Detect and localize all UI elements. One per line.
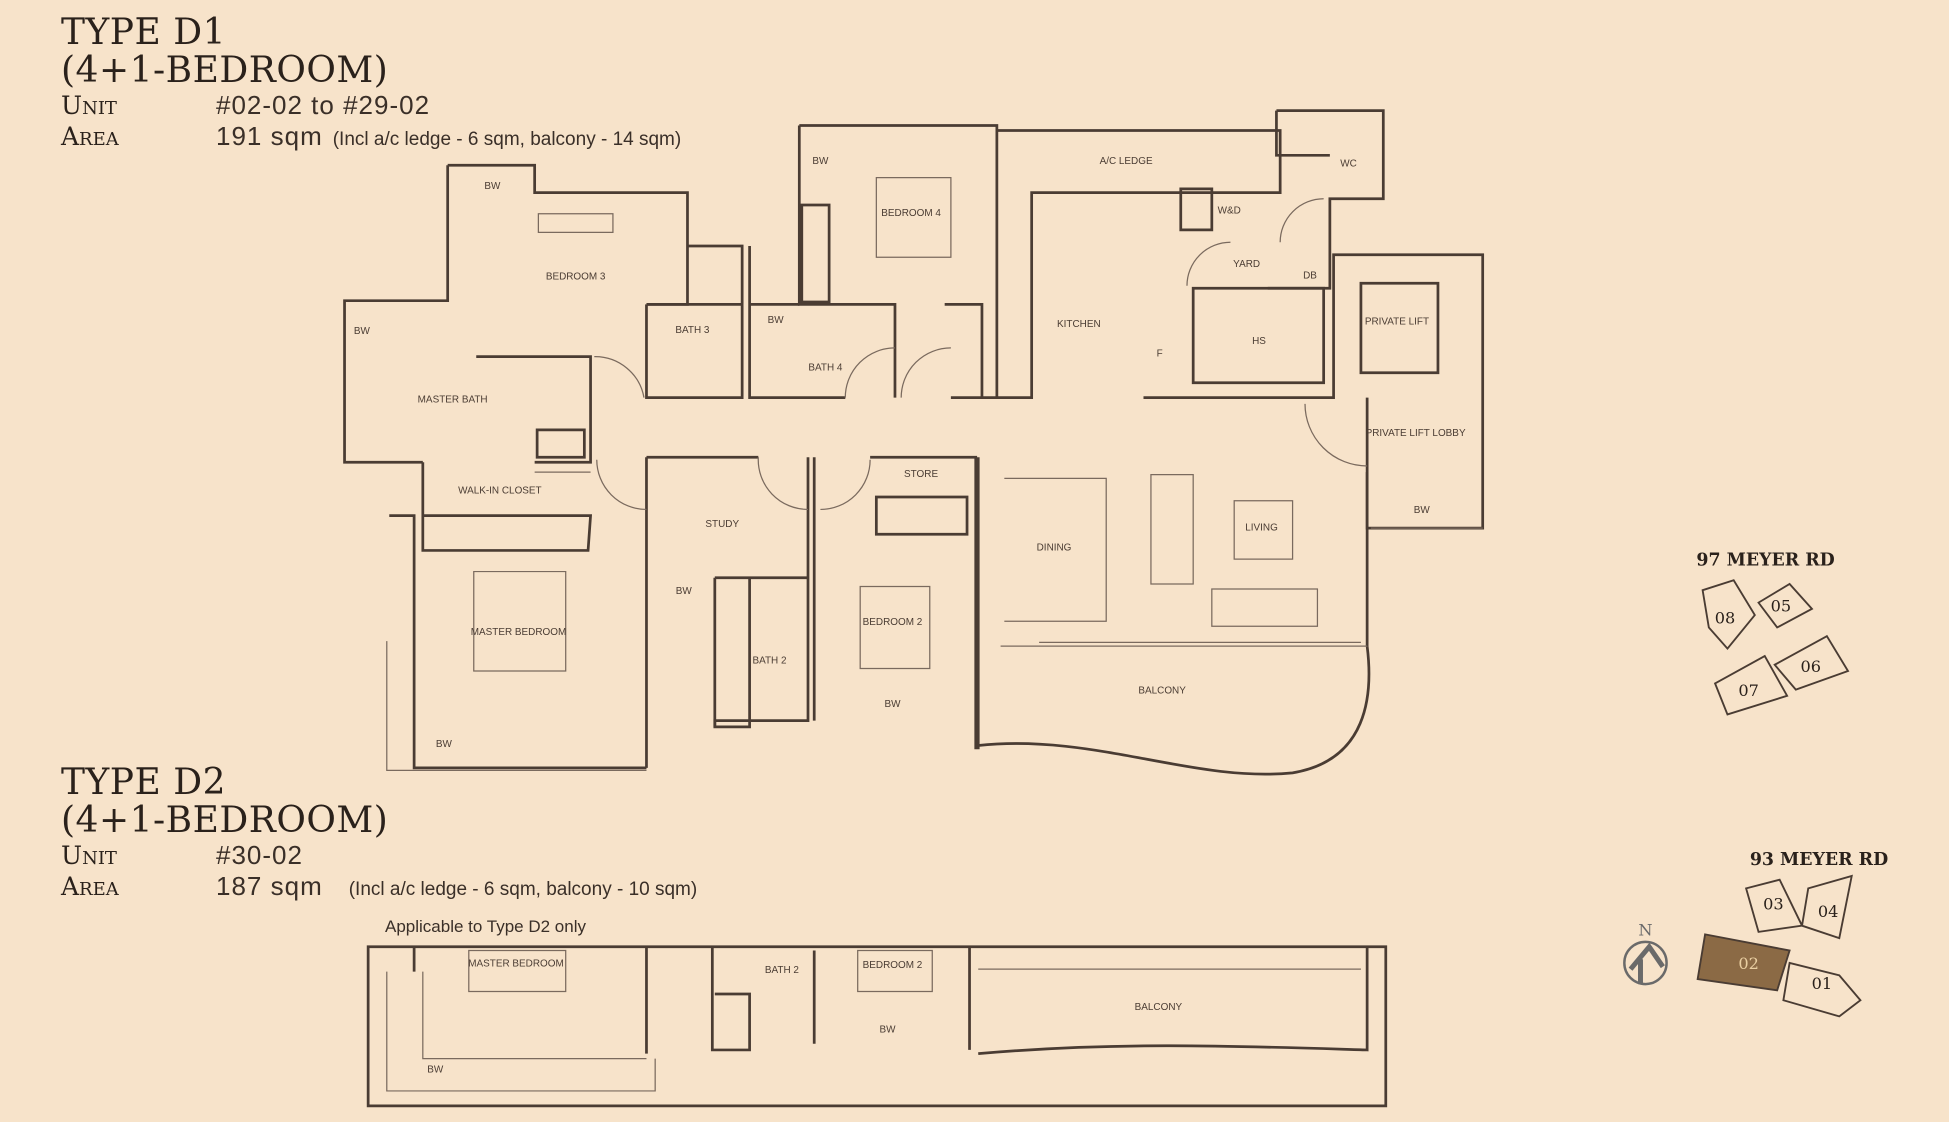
room-label: 08 [1715, 609, 1736, 628]
area-label: Area [61, 122, 119, 151]
room-label: A/C LEDGE [1100, 156, 1153, 167]
room-label: BEDROOM 4 [881, 208, 941, 219]
room-label: F [1157, 349, 1163, 360]
room-label: BEDROOM 2 [863, 960, 923, 971]
key-plan: 97 MEYER RD 08 05 07 06 93 MEYER RD 03 0… [1623, 550, 1888, 1018]
room-label: 97 MEYER RD [1696, 550, 1834, 570]
room-label: 03 [1763, 895, 1784, 914]
room-label: BATH 2 [752, 656, 787, 667]
room-label: BW [880, 1025, 897, 1036]
room-label: BW [768, 315, 785, 326]
type-d2-title: TYPE D2 [61, 762, 226, 803]
room-label: 05 [1771, 596, 1792, 615]
room-label: BEDROOM 3 [546, 272, 606, 283]
unit-value: #30-02 [216, 840, 303, 870]
type-d1-title: TYPE D1 [61, 12, 226, 53]
room-labels: BW BEDROOM 3 BATH 3 BW MASTER BATH WALK-… [354, 156, 1466, 750]
room-label: BEDROOM 2 [863, 617, 923, 628]
room-label: BW [884, 699, 901, 710]
room-label: BW [354, 326, 371, 337]
room-label: BATH 3 [675, 325, 710, 336]
room-label: YARD [1233, 259, 1260, 270]
room-label: DINING [1037, 542, 1072, 553]
room-label: MASTER BATH [418, 395, 488, 406]
room-label: N [1638, 921, 1652, 940]
room-label: BW [1414, 505, 1431, 516]
room-label: PRIVATE LIFT LOBBY [1366, 428, 1466, 439]
room-label: BW [436, 739, 453, 750]
unit-02-highlight [1696, 933, 1791, 992]
type-d1-header: TYPE D1 (4+1-BEDROOM) Unit #02-02 to #29-… [61, 14, 681, 152]
north-arrow-icon: N [1623, 921, 1668, 986]
type-d1-subtitle: (4+1-BEDROOM) [61, 50, 389, 91]
room-label: HS [1252, 336, 1266, 347]
d2-plan: MASTER BEDROOM BW BATH 2 BEDROOM 2 BW BA… [366, 945, 1388, 1108]
room-label: BATH 2 [765, 965, 800, 976]
room-label: BW [676, 586, 693, 597]
room-label: 04 [1818, 902, 1839, 921]
room-label: BATH 4 [808, 362, 843, 373]
room-label: W&D [1218, 206, 1241, 217]
room-label: WC [1340, 158, 1357, 169]
room-label: KITCHEN [1057, 319, 1101, 330]
room-label: MASTER BEDROOM [471, 627, 567, 638]
unit-label: Unit [61, 841, 117, 870]
type-d2-header: TYPE D2 (4+1-BEDROOM) Unit #30-02 Area 187… [61, 764, 697, 902]
unit-label: Unit [61, 91, 117, 120]
room-label: WALK-IN CLOSET [458, 485, 542, 496]
room-label: DB [1303, 270, 1317, 281]
area-label: Area [61, 872, 119, 901]
area-note: (Incl a/c ledge - 6 sqm, balcony - 10 sq… [348, 879, 698, 900]
room-label: BALCONY [1135, 1002, 1183, 1013]
room-label: BW [484, 181, 501, 192]
unit-value: #02-02 to #29-02 [216, 90, 431, 120]
area-note: (Incl a/c ledge - 6 sqm, balcony - 14 sq… [332, 129, 682, 150]
room-label: 07 [1738, 681, 1759, 700]
room-label: BW [427, 1064, 444, 1075]
walls [343, 109, 1485, 776]
room-label: BW [812, 156, 829, 167]
room-label: 93 MEYER RD [1750, 850, 1888, 870]
room-label: PRIVATE LIFT [1365, 316, 1429, 327]
room-label: STUDY [705, 519, 739, 530]
room-label: BALCONY [1138, 685, 1186, 696]
room-label: STORE [904, 469, 938, 480]
room-label: 01 [1812, 974, 1833, 993]
room-label: 06 [1800, 657, 1821, 676]
room-label: LIVING [1245, 523, 1278, 534]
room-label: 02 [1738, 954, 1759, 973]
area-value: 191 sqm [216, 121, 323, 151]
type-d2-subtitle: (4+1-BEDROOM) [61, 800, 389, 841]
area-value: 187 sqm [216, 871, 323, 901]
applicable-note: Applicable to Type D2 only [385, 917, 586, 936]
room-label: MASTER BEDROOM [468, 959, 564, 970]
